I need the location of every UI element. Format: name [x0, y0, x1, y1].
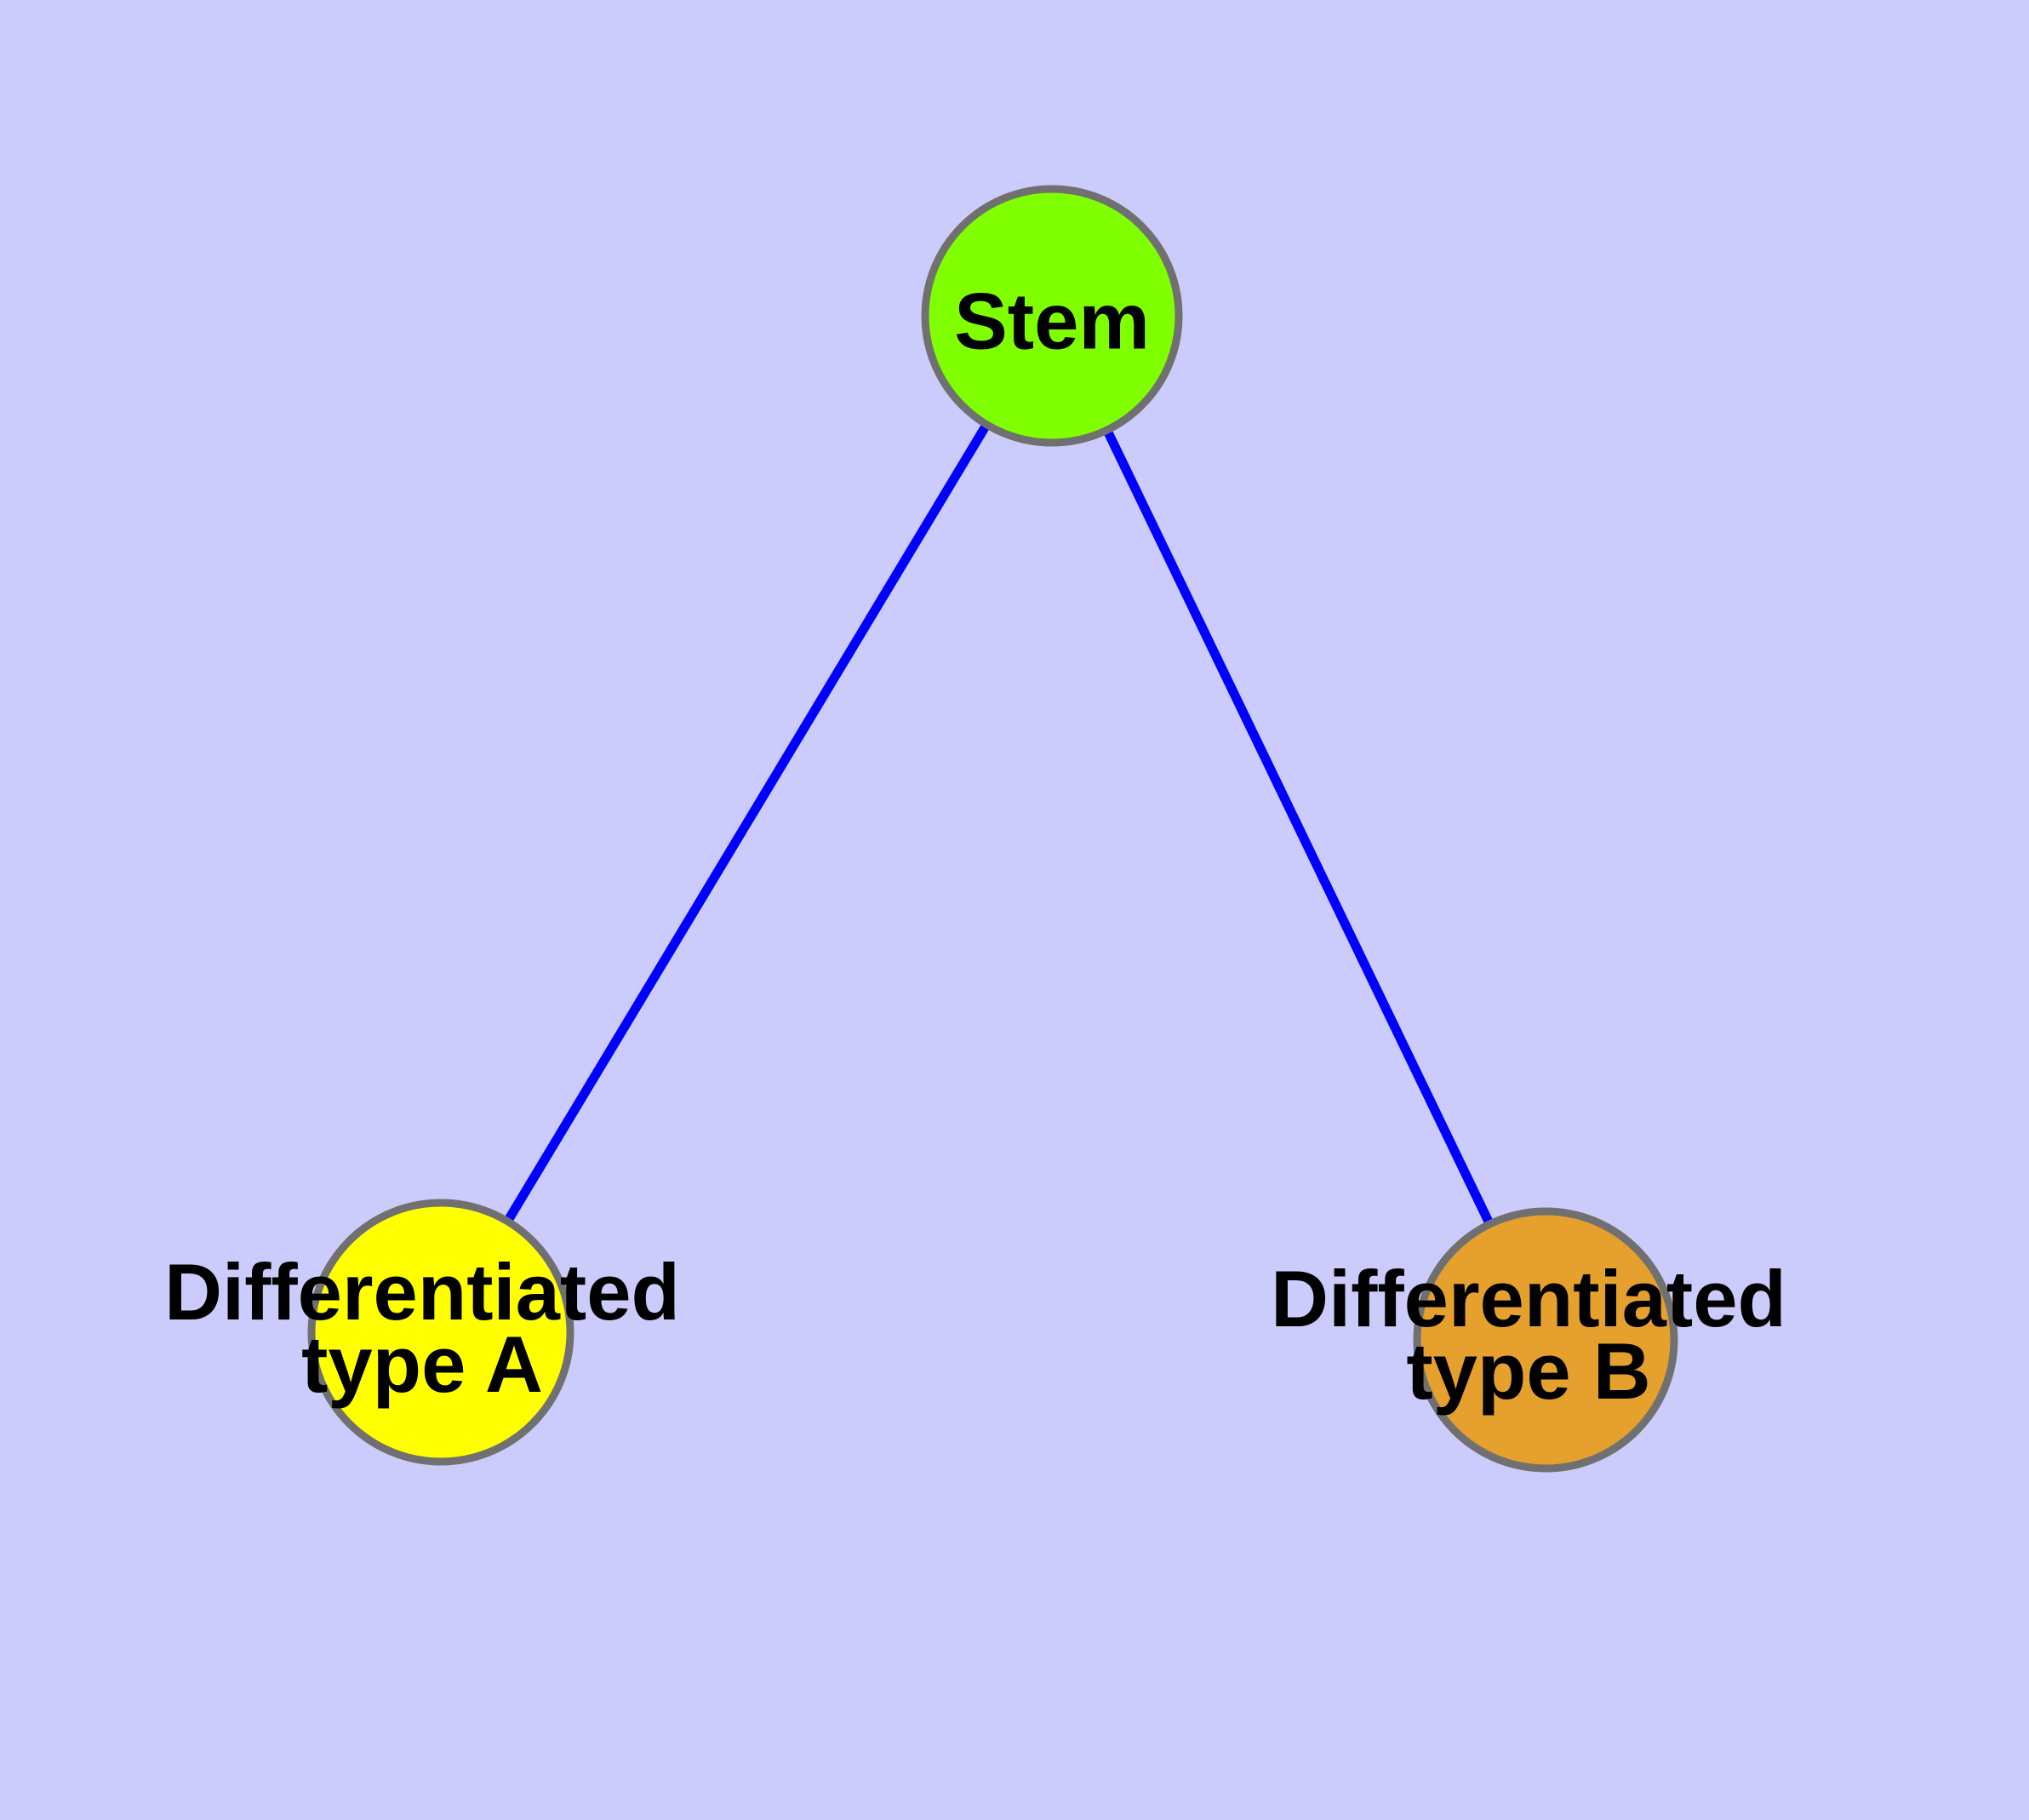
edge-stem-diff-a[interactable]	[437, 313, 1056, 1335]
edges-layer	[437, 313, 1550, 1342]
node-circle-diff_a[interactable]	[307, 1199, 574, 1466]
nodes-layer	[307, 185, 1678, 1473]
node-circle-diff_b[interactable]	[1413, 1207, 1678, 1473]
edge-stem-diff-b[interactable]	[1048, 313, 1550, 1342]
node-circle-stem[interactable]	[921, 185, 1183, 447]
